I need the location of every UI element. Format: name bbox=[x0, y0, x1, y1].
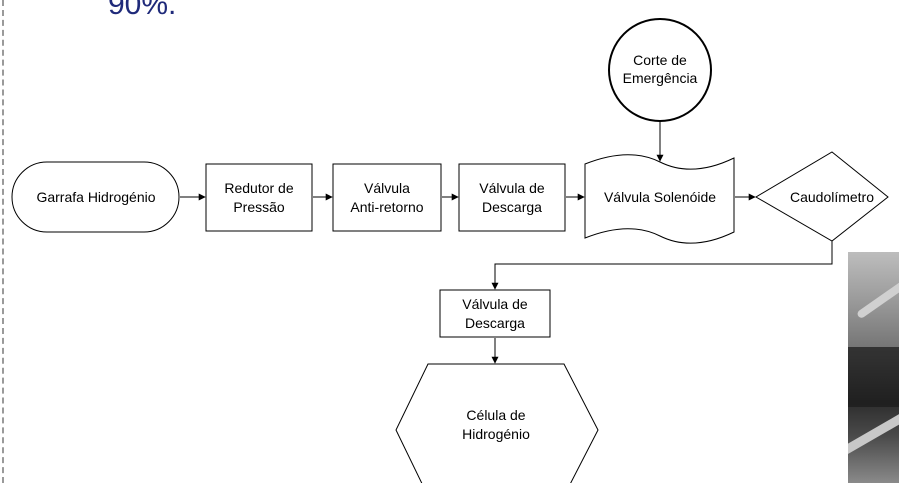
node-descarga-label-1: Válvula de bbox=[479, 180, 545, 196]
node-valvula-descarga: Válvula de Descarga bbox=[458, 163, 566, 232]
node-caudolimetro-label: Caudolímetro bbox=[790, 189, 874, 205]
node-corte-emergencia: Corte de Emergência bbox=[608, 18, 712, 122]
node-descarga2-label-1: Válvula de bbox=[462, 296, 528, 312]
node-antiretorno-label-1: Válvula bbox=[364, 180, 410, 196]
equipment-photo bbox=[848, 252, 899, 483]
node-emergencia-label-1: Corte de bbox=[633, 52, 687, 68]
node-caudolimetro: Caudolímetro bbox=[755, 151, 889, 242]
node-valvula-antiretorno: Válvula Anti-retorno bbox=[332, 163, 442, 232]
node-redutor-pressao: Redutor de Pressão bbox=[205, 163, 313, 232]
node-garrafa-label: Garrafa Hidrogénio bbox=[36, 189, 155, 205]
node-valvula-solenoide: Válvula Solenóide bbox=[584, 154, 735, 244]
node-redutor-label-2: Pressão bbox=[233, 199, 285, 215]
node-descarga-label-2: Descarga bbox=[482, 199, 542, 215]
node-redutor-label-1: Redutor de bbox=[224, 180, 293, 196]
node-celula-label-2: Hidrogénio bbox=[462, 426, 530, 442]
node-descarga2-label-2: Descarga bbox=[465, 315, 525, 331]
node-celula-hidrogenio: Célula de Hidrogénio bbox=[395, 363, 599, 483]
node-valvula-descarga-2: Válvula de Descarga bbox=[439, 289, 551, 338]
slide-left-border bbox=[2, 0, 4, 483]
node-celula-label-1: Célula de bbox=[466, 407, 525, 423]
node-emergencia-label-2: Emergência bbox=[623, 70, 698, 86]
node-solenoide-label: Válvula Solenóide bbox=[604, 189, 716, 205]
connector-caudolimetro-to-descarga2 bbox=[491, 240, 833, 290]
node-garrafa-hidrogenio: Garrafa Hidrogénio bbox=[11, 161, 180, 233]
node-antiretorno-label-2: Anti-retorno bbox=[350, 199, 423, 215]
slide-heading: 90%. bbox=[108, 0, 177, 21]
